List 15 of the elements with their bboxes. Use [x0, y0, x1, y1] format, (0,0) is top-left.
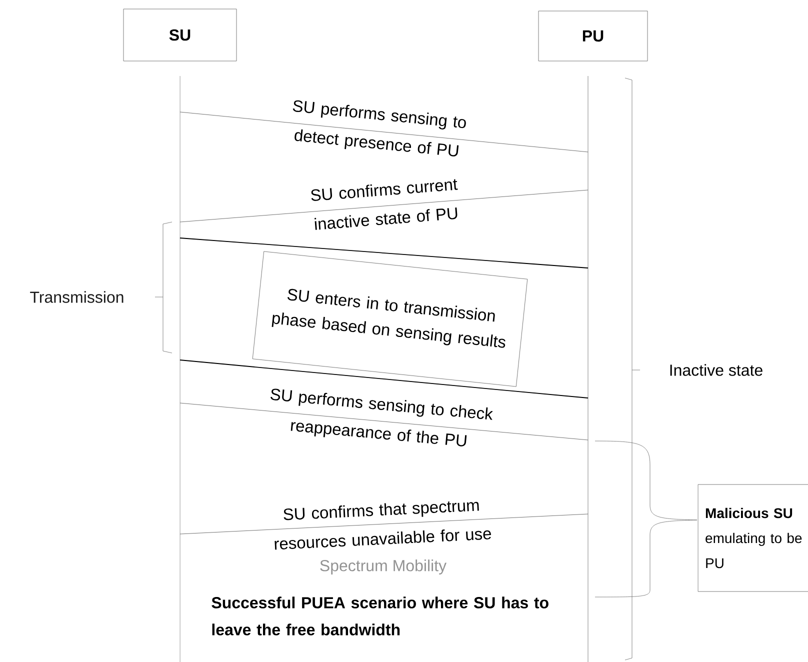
message-line: [180, 112, 588, 152]
edge-label: SU confirms current inactive state of PU: [311, 179, 458, 230]
message-line: [180, 514, 588, 534]
note-box: Malicious SU emulating to be PU: [698, 484, 808, 592]
edge-label: SU confirms that spectrum resources unavailable for use: [274, 501, 491, 550]
edge-label: SU performs sensing to detect presence of PU: [292, 100, 466, 156]
message-line: [180, 360, 588, 398]
text-label: Spectrum Mobility: [320, 560, 447, 574]
message-line: [180, 190, 588, 222]
message-line: [180, 402, 588, 440]
message-line: [180, 238, 588, 268]
text-label: Successful PUEA scenario where SU has to leave the free bandwidth: [212, 596, 548, 636]
text-label: Inactive state: [670, 364, 762, 376]
process-box: SU enters in to transmission phase based on sensing results: [252, 251, 528, 387]
edge-label: SU performs sensing to check reappearance of the PU: [270, 388, 493, 446]
